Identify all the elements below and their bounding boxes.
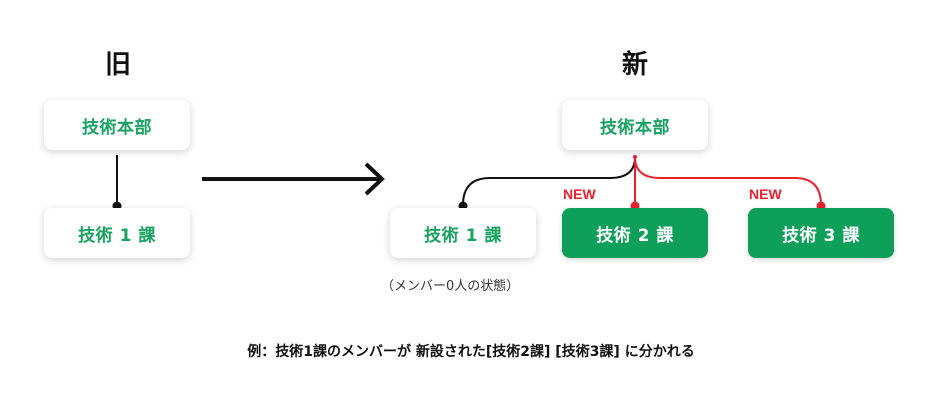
- new-child-node-1: 技術 1 課: [390, 208, 536, 258]
- new-badge-3: NEW: [749, 186, 782, 202]
- new-badge-2: NEW: [563, 186, 596, 202]
- empty-member-note: （メンバー0人の状態）: [381, 279, 520, 294]
- transition-arrow: [202, 162, 385, 196]
- old-child-node: 技術 1 課: [44, 208, 190, 258]
- new-child-node-2: 技術 2 課: [562, 208, 708, 258]
- new-connector-1: [462, 156, 636, 206]
- new-connector-3: [634, 156, 822, 206]
- new-parent-node: 技術本部: [562, 100, 708, 150]
- new-root-dot: [633, 155, 637, 159]
- new-heading: 新: [621, 50, 648, 80]
- new-child-node-3: 技術 3 課: [748, 208, 894, 258]
- example-caption: 例：技術1課のメンバーが 新設された[技術2課] [技術3課] に分かれる: [247, 344, 695, 360]
- old-heading: 旧: [104, 50, 131, 80]
- old-parent-node: 技術本部: [44, 100, 190, 150]
